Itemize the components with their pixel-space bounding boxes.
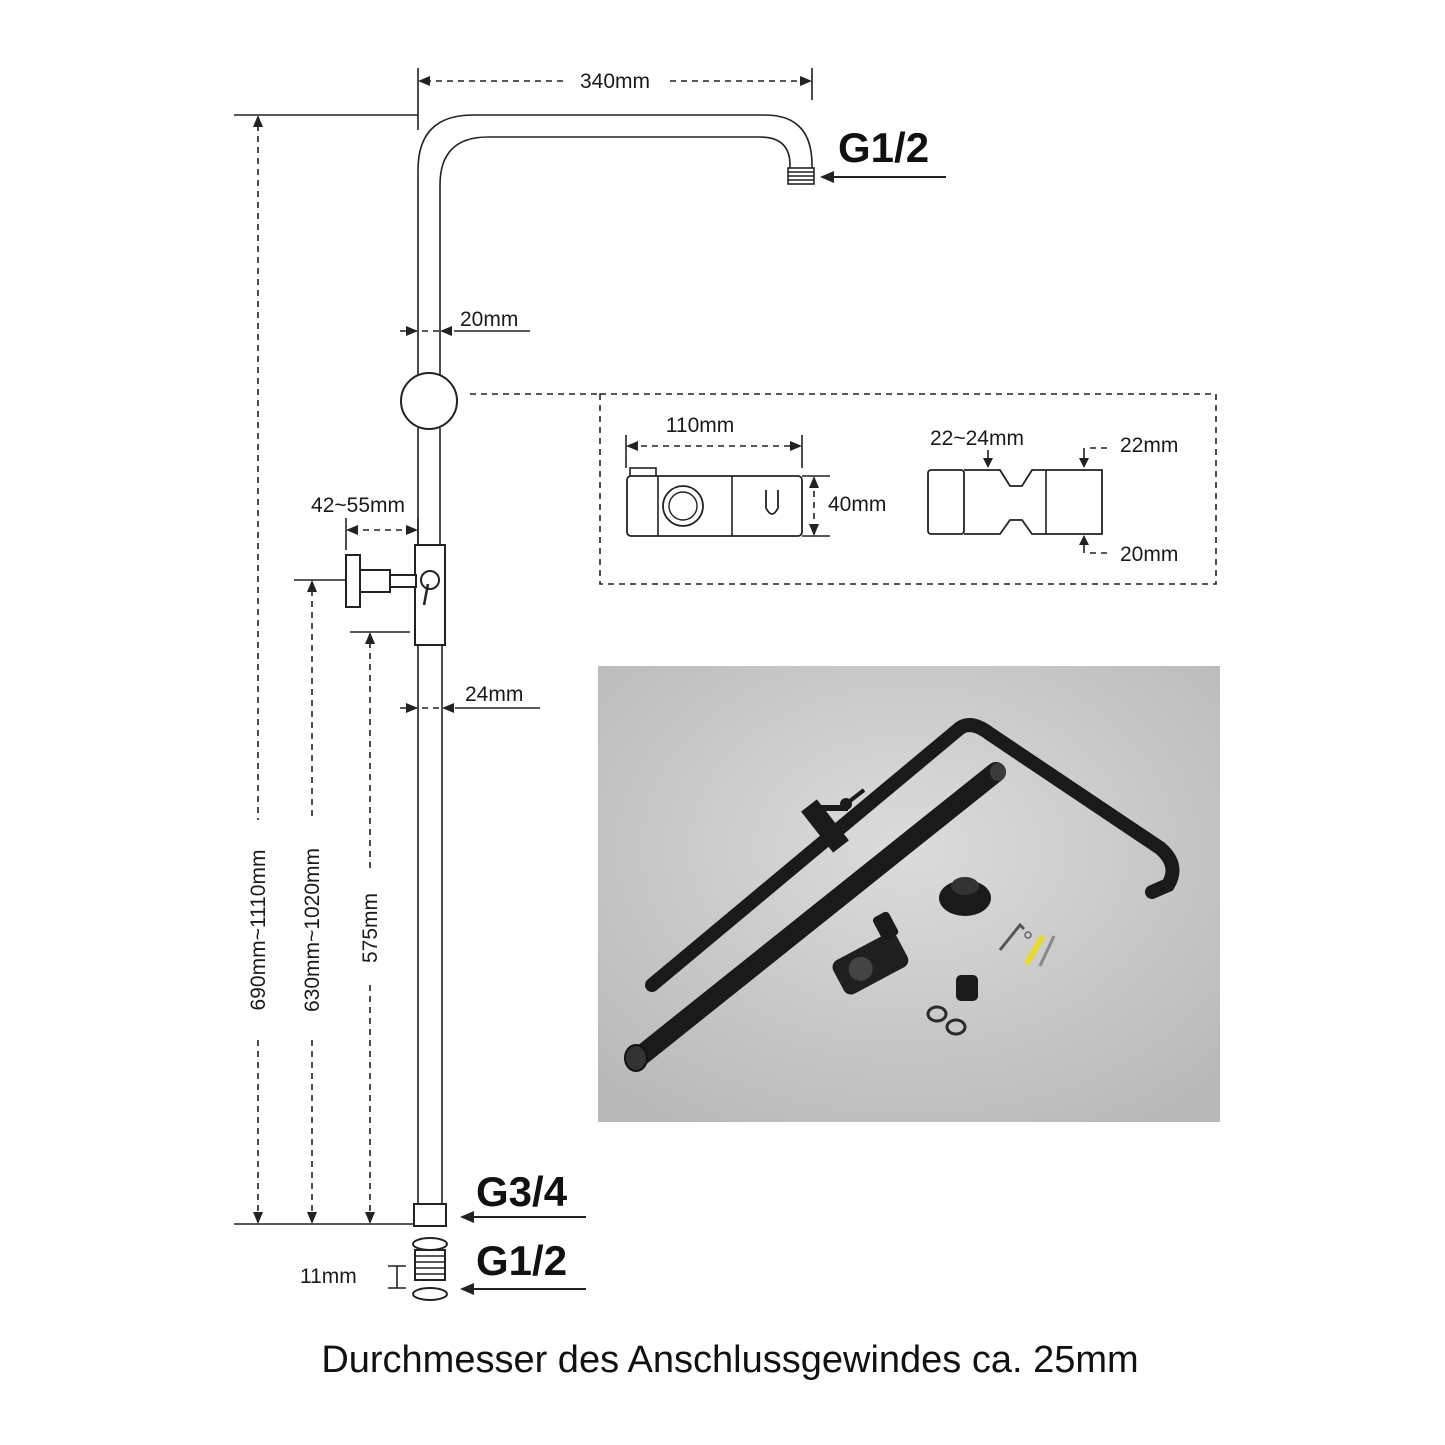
dim-thread-length: 11mm xyxy=(300,1265,406,1289)
label-pipe-top-diameter: 20mm xyxy=(460,308,518,331)
dim-wall-distance: 42~55mm xyxy=(311,494,419,550)
holder-detail-box: 110mm 40mm 22~24mm 22mm xyxy=(599,393,1217,585)
caption: Durchmesser des Anschlussgewindes ca. 25… xyxy=(321,1339,1138,1381)
label-top-thread: G1/2 xyxy=(838,124,929,171)
label-arm-width: 340mm xyxy=(580,70,650,93)
label-valve-height: 630mm~1020mm xyxy=(301,848,324,1012)
label-wall-distance: 42~55mm xyxy=(311,494,405,517)
thread-adapter xyxy=(412,1237,448,1301)
label-bottom-thread: G3/4 xyxy=(476,1168,568,1215)
label-fixed-height: 575mm xyxy=(359,893,382,963)
shower-pipe-outline xyxy=(345,114,815,1301)
callout-bottom-thread: G3/4 xyxy=(460,1168,586,1223)
label-holder-height: 40mm xyxy=(828,493,886,516)
label-clamp-bottom: 20mm xyxy=(1120,543,1178,566)
label-total-height: 690mm~1110mm xyxy=(247,850,270,1011)
slider-ball xyxy=(400,372,458,430)
label-thread-length: 11mm xyxy=(300,1265,357,1288)
wall-bracket xyxy=(345,554,361,608)
holder-front-drawing xyxy=(626,467,803,537)
label-holder-width: 110mm xyxy=(666,414,734,437)
label-adapter-thread: G1/2 xyxy=(476,1237,567,1284)
label-clamp-top: 22mm xyxy=(1120,434,1178,457)
callout-adapter-thread: G1/2 xyxy=(460,1237,586,1295)
diverter-body xyxy=(414,544,446,646)
dim-pipe-bottom-diameter: 24mm xyxy=(400,683,540,713)
dim-fixed-height: 575mm xyxy=(359,632,382,1224)
dim-total-height: 690mm~1110mm xyxy=(247,115,270,1224)
callout-top-thread: G1/2 xyxy=(820,124,946,183)
bottom-nut xyxy=(413,1203,447,1227)
product-photo xyxy=(598,666,1220,1122)
clamp-side-drawing xyxy=(927,469,1103,535)
dim-pipe-top-diameter: 20mm xyxy=(400,308,530,336)
dim-arm-width: 340mm xyxy=(417,68,813,130)
dim-valve-height: 630mm~1020mm xyxy=(301,580,324,1224)
label-clamp-range: 22~24mm xyxy=(930,427,1024,450)
label-pipe-bottom-diameter: 24mm xyxy=(465,683,523,706)
